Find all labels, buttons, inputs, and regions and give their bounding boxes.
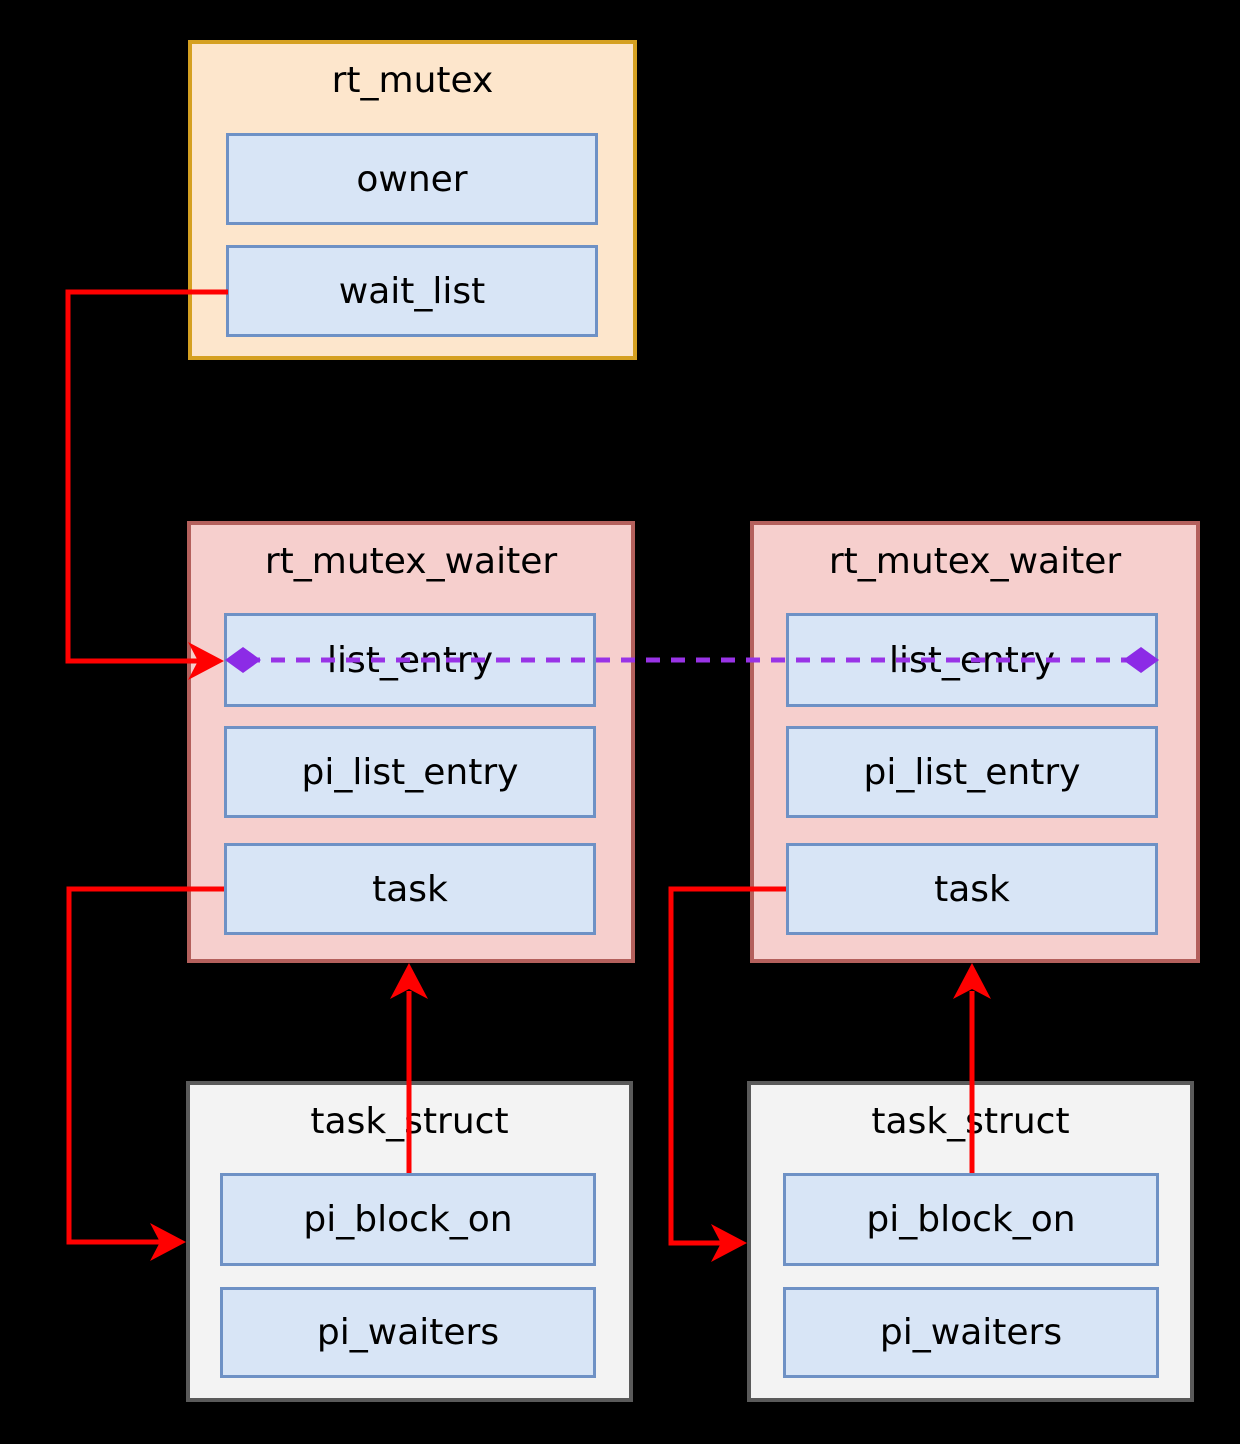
arrow-head-icon: [711, 1224, 747, 1262]
field-label: pi_list_entry: [301, 751, 519, 793]
rt-mutex-title: rt_mutex: [331, 60, 494, 101]
rt-mutex-box: rt_mutex owner wait_list: [188, 40, 637, 360]
waiter-left-field-list-entry: list_entry: [224, 613, 596, 707]
rt-mutex-waiter-right-title: rt_mutex_waiter: [828, 541, 1122, 582]
field-label: pi_block_on: [303, 1199, 513, 1240]
field-label: pi_list_entry: [863, 751, 1081, 793]
field-label: pi_block_on: [866, 1199, 1076, 1240]
task-struct-left-title: task_struct: [310, 1101, 509, 1142]
arrow-head-icon: [390, 963, 428, 999]
task-struct-right-field-pi-waiters: pi_waiters: [783, 1287, 1159, 1378]
arrow-head-icon: [150, 1223, 186, 1261]
field-label: list_entry: [326, 639, 494, 681]
rt-mutex-waiter-left-box: rt_mutex_waiter list_entry pi_list_entry…: [187, 521, 635, 963]
waiter-left-field-task: task: [224, 843, 596, 935]
task-struct-right-box: task_struct pi_block_on pi_waiters: [747, 1081, 1194, 1402]
waiter-right-field-task: task: [786, 843, 1158, 935]
rt-mutex-field-wait-list: wait_list: [226, 245, 598, 337]
task-struct-left-field-pi-waiters: pi_waiters: [220, 1287, 596, 1378]
task-struct-right-field-pi-block-on: pi_block_on: [783, 1173, 1159, 1266]
arrow-head-icon: [953, 963, 991, 999]
field-label: wait_list: [338, 270, 486, 312]
waiter-left-field-pi-list-entry: pi_list_entry: [224, 726, 596, 818]
waiter-right-field-pi-list-entry: pi_list_entry: [786, 726, 1158, 818]
task-struct-left-box: task_struct pi_block_on pi_waiters: [186, 1081, 633, 1402]
waiter-right-field-list-entry: list_entry: [786, 613, 1158, 707]
field-label: task: [372, 868, 448, 910]
rt-mutex-field-owner: owner: [226, 133, 598, 225]
task-struct-right-title: task_struct: [871, 1101, 1070, 1142]
field-label: pi_waiters: [316, 1312, 500, 1353]
task-struct-left-field-pi-block-on: pi_block_on: [220, 1173, 596, 1266]
rt-mutex-waiter-right-box: rt_mutex_waiter list_entry pi_list_entry…: [750, 521, 1200, 963]
rt-mutex-waiter-left-title: rt_mutex_waiter: [264, 541, 558, 582]
field-label: pi_waiters: [879, 1312, 1063, 1353]
field-label: list_entry: [888, 639, 1056, 681]
field-label: owner: [356, 158, 468, 200]
field-label: task: [934, 868, 1010, 910]
